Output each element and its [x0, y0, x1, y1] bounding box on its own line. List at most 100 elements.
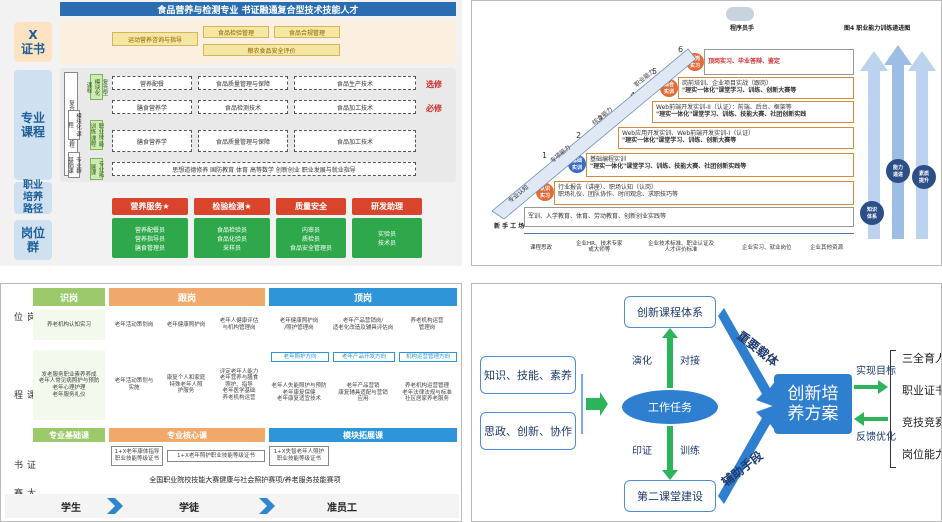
track-header-3: 质量安全 — [276, 198, 346, 215]
course-cell-7: 养老机构运营管理 老年法律法规与标准 社区居家养老服务 — [402, 383, 452, 403]
track-header-4: 研发助理 — [352, 198, 422, 215]
label-feedback: 反馈优化 — [856, 432, 896, 443]
panel-training-progression: 程序员手 图4 职业能力训练递进图 顶岗实习、毕业答辩、鉴定 岗前培训、企业项目… — [471, 0, 942, 266]
step-num-1: 1 — [542, 151, 548, 160]
course-cell-5: 老年人失能照护与预防 老年康复保健 老年康复适宜技术 — [271, 383, 327, 403]
course-cell-2: 老年活动策划与 实施 — [114, 378, 154, 391]
side-label-course: 课 程 — [12, 389, 35, 399]
arrow-tag-1: 知识 体系 — [860, 201, 884, 225]
header-gen-gang: 跟岗 — [109, 288, 265, 306]
mid-ellipse: 工作任务 — [622, 390, 718, 424]
cert-cell-1: 1+X老年康体指导 职业技能等级证书 — [111, 446, 163, 466]
right-bracket — [890, 350, 896, 468]
cert-cell-3: 1+X失智老年人照护 职业技能等级证书 — [269, 446, 329, 466]
bottom-label-3: 企业技术标准、职业认证及 人才评价标准 — [648, 241, 715, 254]
stage-student: 学生 — [61, 503, 81, 514]
panel-innovation-plan: 知识、技能、素养 思政、创新、协作 创新课程体系 第二课堂建设 工作任务 演化 … — [471, 283, 942, 522]
contest-line: 全国职业院校技能大赛健康与社会照护赛项/养老服务技能赛项 — [149, 475, 341, 484]
arrow-tag-3: 素质 提升 — [912, 165, 936, 189]
cert-box-2: 食品检验管理 — [203, 26, 269, 38]
p1-title-bar: 食品营养与检测专业 书证融通复合型技术技能人才 — [60, 2, 456, 16]
right-item-1: 三全育人 — [902, 352, 942, 365]
stage-apprentice: 学徒 — [179, 503, 199, 514]
box-second-classroom: 第二课堂建设 — [624, 480, 716, 512]
top-figure-label: 程序员手 — [730, 25, 755, 32]
course-cell-4: 评定老年人能力 老年营养与膳食 照护、指导 老年医学基础 养老机构运营 — [219, 368, 259, 401]
verb-train: 训练 — [680, 446, 700, 457]
bar-extension: 模块拓展课 — [269, 428, 457, 442]
sub-header-1: 老年照护方向 — [271, 352, 329, 362]
vertical-arrows — [662, 328, 678, 480]
row-label-path: 职业 培养 路径 — [14, 180, 52, 215]
diagonal-arrow — [492, 48, 697, 220]
course-cell-1: 发老服务职业素养养成 老年人常见病照护与预防 老年心理护理 老年服务礼仪 — [33, 350, 105, 420]
step-num-6: 6 — [678, 45, 684, 54]
course-box-5: 食品检测技术 — [198, 100, 288, 114]
course-label-6: 专业群 基础课 — [67, 152, 81, 178]
course-box-2: 食品质量管理与保障 — [198, 76, 288, 90]
row-label-jobs: 岗位 群 — [14, 220, 52, 260]
side-label-jobs: 岗 位 — [12, 311, 35, 321]
cert-box-1: 运动营养咨询与指导 — [112, 32, 198, 46]
course-box-6: 食品加工技术 — [294, 100, 416, 114]
jobs-cell-1: 养老机构认知实习 — [33, 310, 105, 340]
course-box-3: 食品生产技术 — [294, 76, 416, 90]
elective-label: 选修 — [426, 80, 442, 89]
course-label-5: 专业拓 展课 — [90, 158, 104, 180]
job-box-4: 实验员 技术员 — [352, 218, 422, 258]
goal-arrow — [854, 380, 888, 394]
bottom-axis-line — [524, 233, 854, 234]
side-label-contest: 大 赛 — [12, 487, 35, 497]
right-item-4: 岗位能力 — [902, 448, 942, 461]
course-box-7: 膳食营养学 — [112, 130, 192, 152]
step-num-3: 3 — [598, 115, 604, 124]
step-5: 岗前培训、企业项目实战（跟岗）"理实一体化"课堂学习、训练、创新大赛等 — [678, 77, 854, 99]
step-3: Web应用开发实训、Web前端开发实训-I（认证）"理实一体化"课堂学习、训练、… — [618, 127, 854, 149]
box-course-system: 创新课程体系 — [624, 296, 716, 328]
required-label: 必修 — [426, 104, 442, 113]
job-box-1: 营养配餐员 营养指导员 膳食管理员 — [112, 218, 188, 258]
center-plan-box: 创新培 养方案 — [774, 374, 852, 434]
mascot-figure — [726, 7, 754, 21]
step-1: 行业报告（讲座）、职场认知（认岗）职场礼仪、团队协作、时间观念、求职技巧等 — [554, 181, 854, 205]
track-header-2: 检验检测★ — [194, 198, 270, 215]
public-course-line: 思想道德修养 国防教育 体育 高等数学 创新创业 职业发展与就业指导 — [112, 162, 416, 176]
step-num-2: 2 — [576, 131, 582, 140]
header-ding-gang: 顶岗 — [269, 288, 457, 306]
step-base: 军训、入学教育、体育、劳动教育、创新创业实践等 — [524, 207, 854, 227]
figure-title: 图4 职业能力训练递进图 — [844, 25, 911, 32]
cert-box-4: 粮农食品安全评价 — [203, 44, 340, 56]
sub-header-3: 机构运营管理方向 — [399, 352, 457, 362]
bar-foundation: 专业基础课 — [33, 428, 105, 442]
panel-food-major-diagram: 食品营养与检测专业 书证融通复合型技术技能人才 X 证书 专业 课程 职业 培养… — [0, 0, 462, 266]
course-cell-3: 康复个人和家庭 特殊老年人照 护服务 — [166, 375, 206, 395]
bottom-label-4: 企业实习、就业岗位 — [742, 245, 792, 251]
box-ideology: 思政、创新、协作 — [480, 412, 576, 450]
left-bracket-arrow — [581, 374, 608, 434]
up-arrows — [860, 45, 936, 239]
side-label-cert: 证 书 — [12, 459, 35, 469]
right-item-3: 竞技竞赛 — [902, 416, 942, 429]
cert-box-3: 食品合规管理 — [274, 26, 340, 38]
course-label-4: 职业技 能训练 课程 — [90, 120, 104, 150]
step-num-5: 5 — [652, 67, 658, 76]
jobs-cell-3: 老年健康照护岗 — [166, 321, 206, 328]
course-box-4: 膳食营养学 — [112, 100, 192, 114]
arrow-tag-2: 能力 递进 — [886, 159, 910, 183]
track-header-1: 营养服务★ — [112, 198, 188, 215]
course-box-9: 食品加工技术 — [294, 130, 416, 152]
right-item-2: 职业证书 — [902, 384, 942, 397]
step-6: 顶岗实习、毕业答辩、鉴定 — [704, 49, 854, 75]
bottom-label-5: 企业其他资源 — [810, 245, 844, 251]
course-cell-6: 老年产品营销 康复辅具适配与营销 应用 — [338, 383, 388, 403]
header-shi-gang: 识岗 — [33, 288, 105, 306]
verb-evolve: 演化 — [632, 356, 652, 367]
row-label-course: 专业 课程 — [14, 70, 52, 180]
stage-strip — [5, 494, 459, 518]
jobs-cell-5: 老年健康照护岗 /照护管理岗 — [279, 318, 319, 331]
cert-cell-2: 1+X老年照护职业技能等级证书 — [167, 450, 265, 462]
bar-core: 专业核心课 — [109, 428, 265, 442]
jobs-cell-6: 老年产品营销岗/ 适老化改造及辅具评估岗 — [332, 318, 394, 331]
stage-quasi-employee: 准员工 — [327, 503, 357, 514]
feedback-arrow — [854, 412, 888, 426]
